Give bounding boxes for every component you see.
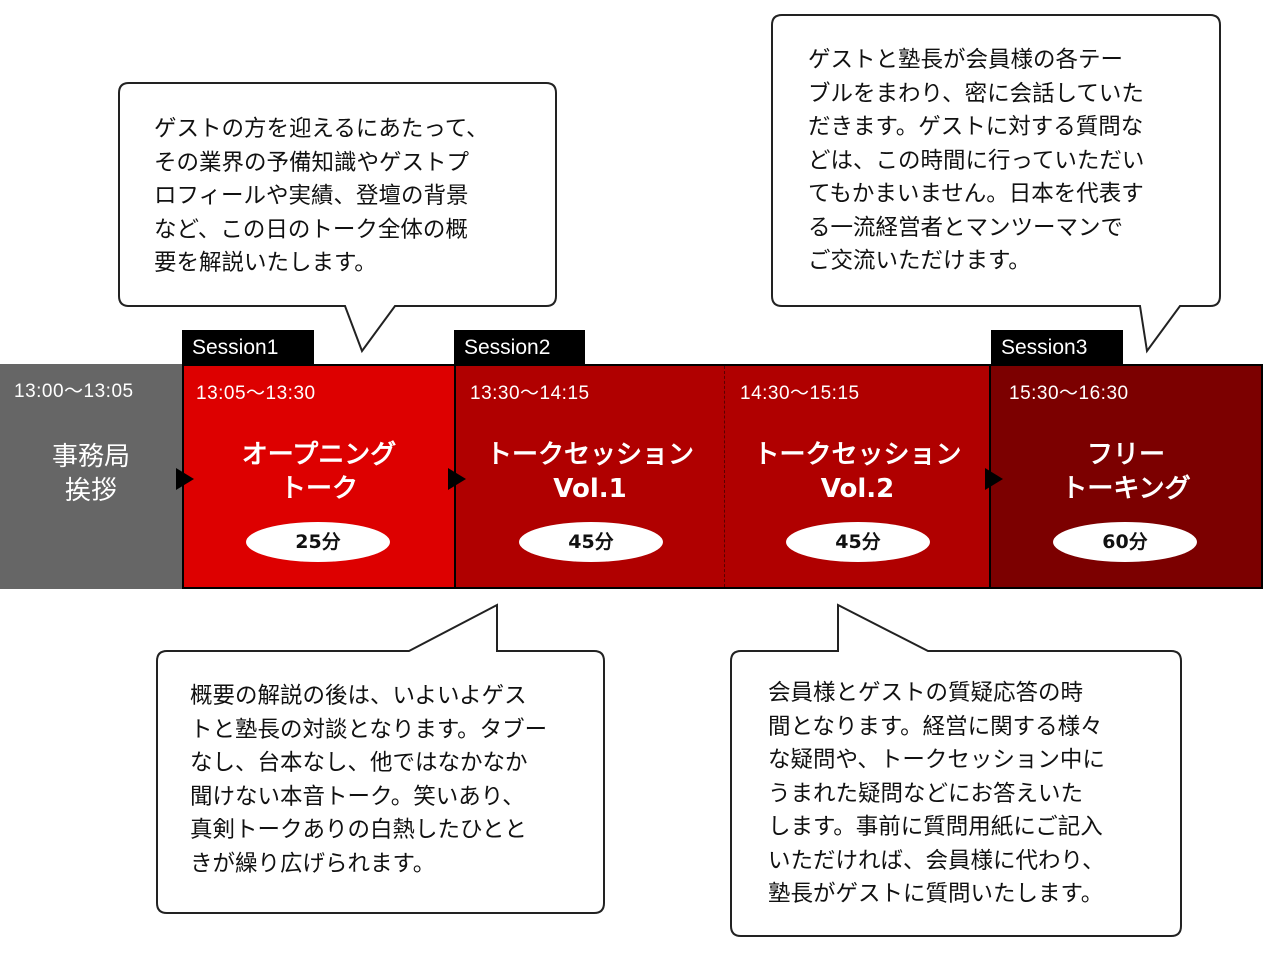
session-3-tab: Session3 — [991, 330, 1123, 364]
bubble-vol2-text: 会員様とゲストの質疑応答の時 間となります。経営に関する様々 な疑問や、トークセ… — [768, 680, 1105, 907]
segment-vol1: 13:30～14:15 トークセッション Vol.1 45分 — [456, 366, 724, 587]
segment-vol2: 14:30～15:15 トークセッション Vol.2 45分 — [724, 366, 991, 587]
segment-title: トークセッション Vol.2 — [753, 440, 962, 504]
bubble-free-shape — [771, 14, 1221, 354]
session-2-tab: Session2 — [454, 330, 585, 364]
segment-time: 14:30～15:15 — [740, 383, 860, 404]
bubble-opening-text: ゲストの方を迎えるにあたって、 その業界の予備知識やゲストプ ロフィールや実績、… — [154, 116, 489, 276]
flow-arrow-icon — [985, 468, 1003, 490]
duration-badge: 60分 — [1053, 522, 1197, 562]
segment-time: 13:05～13:30 — [196, 383, 316, 404]
bubble-vol2-shape — [730, 603, 1182, 937]
segment-title: トークセッション Vol.1 — [485, 440, 694, 504]
duration-badge: 45分 — [786, 522, 930, 562]
segment-title: 事務局 挨拶 — [51, 442, 130, 506]
flow-arrow-icon — [448, 468, 466, 490]
segment-greeting: 13:00～13:05 事務局 挨拶 — [0, 364, 182, 589]
bubble-vol1-text: 概要の解説の後は、いよいよゲス トと塾長の対談となります。タブー なし、台本なし… — [190, 683, 548, 877]
segment-title: フリー トーキング — [1061, 440, 1191, 504]
segment-time: 13:30～14:15 — [470, 383, 590, 404]
segment-divider — [724, 366, 725, 587]
bubble-free-text: ゲストと塾長が会員様の各テー ブルをまわり、密に会話していた だきます。ゲストに… — [808, 47, 1145, 274]
segment-time: 15:30～16:30 — [1009, 383, 1129, 404]
segment-free-talking: 15:30～16:30 フリー トーキング 60分 — [991, 364, 1263, 589]
session-1-tab: Session1 — [182, 330, 314, 364]
segment-time: 13:00～13:05 — [14, 381, 134, 402]
duration-badge: 25分 — [246, 522, 390, 562]
duration-badge: 45分 — [519, 522, 663, 562]
flow-arrow-icon — [176, 468, 194, 490]
segment-session2: 13:30～14:15 トークセッション Vol.1 45分 14:30～15:… — [454, 364, 991, 589]
segment-title: オープニング トーク — [241, 440, 397, 504]
bubble-vol1-shape — [156, 603, 605, 914]
bubble-opening-shape — [118, 82, 557, 354]
segment-opening: 13:05～13:30 オープニング トーク 25分 — [182, 364, 454, 589]
